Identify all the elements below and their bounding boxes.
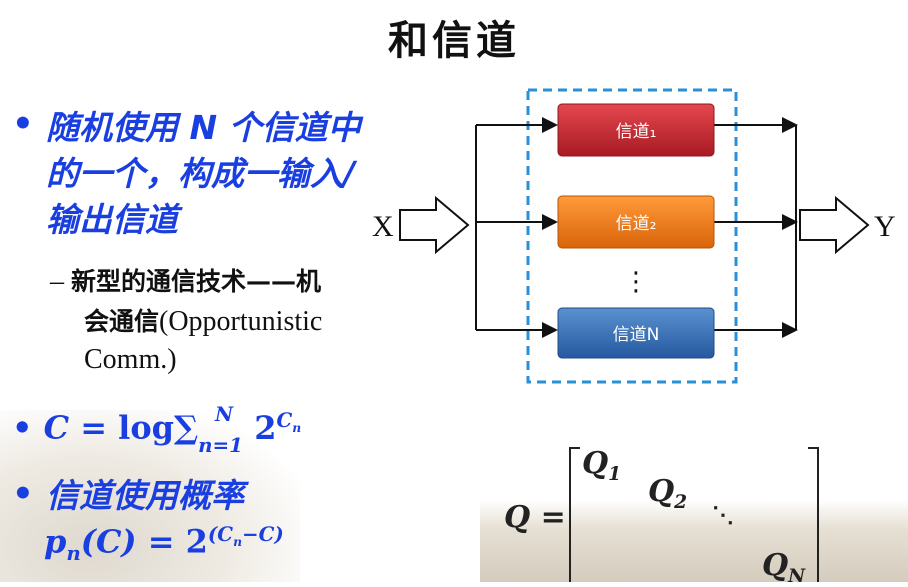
channel-1-label: 信道₁: [616, 122, 657, 142]
bullet-dot: •: [12, 408, 33, 447]
sum-lower: n=1: [198, 433, 243, 458]
q1-subscript: 1: [608, 464, 622, 485]
matrix-left-bracket: [569, 447, 580, 582]
channel-n-label: 信道N: [613, 325, 660, 345]
sub-bullet-line-2: 会通信(Opportunistic: [84, 304, 322, 340]
input-label: X: [372, 210, 394, 243]
bullet-1-line-2: 的一个，构成一输入/: [46, 154, 356, 193]
sum-upper: N: [214, 402, 234, 426]
qn-subscript: N: [788, 566, 806, 587]
matrix-q2: Q2: [648, 474, 687, 513]
sub-bullet-text-2: 会通信: [84, 307, 160, 336]
formula-exp: C: [276, 408, 293, 432]
bullet-dot: •: [12, 474, 34, 514]
formula-exp-sub: n: [233, 533, 243, 549]
formula-exp-rest: −C): [242, 522, 284, 546]
sub-bullet-line-1: – 新型的通信技术——机: [50, 264, 321, 300]
sub-bullet-text-1: 新型的通信技术——机: [71, 267, 322, 296]
sum-symbol: ∑: [174, 408, 199, 447]
capacity-formula: • C = log∑n=1N 2Cn: [12, 402, 302, 457]
channel-2-box: [557, 195, 715, 249]
probability-formula: pn(C) = 2(Cn−C): [44, 522, 284, 565]
background-illustration-left: [0, 410, 300, 582]
sub-bullet-line-3: Comm.): [84, 344, 177, 375]
bullet-1-line-3: 输出信道: [46, 200, 178, 239]
formula-sub: n: [66, 541, 81, 566]
channel-ellipsis: ⋮: [623, 267, 649, 297]
formula-exp-sub: n: [292, 419, 302, 435]
sub-bullet-text-3: (Opportunistic: [159, 306, 323, 337]
channel-1-box: [557, 103, 715, 157]
matrix-q1: Q1: [582, 446, 621, 485]
sub-bullet-dash: –: [50, 266, 64, 297]
channel-group-box: [526, 88, 738, 384]
qn-symbol: Q: [762, 548, 789, 583]
background-illustration-right: [480, 500, 908, 582]
formula-base: 2: [243, 408, 277, 447]
q-matrix: Q = Q1 Q2 ⋱ QN: [504, 440, 834, 587]
matrix-lhs: Q =: [504, 500, 566, 535]
q1-symbol: Q: [582, 446, 609, 481]
formula-arg: (C): [80, 522, 137, 561]
output-arrow-icon: [799, 195, 870, 255]
matrix-qn: QN: [762, 548, 805, 587]
formula-text: = log: [69, 408, 175, 447]
channel-2-label: 信道₂: [616, 214, 657, 234]
input-arrow-icon: [399, 195, 470, 255]
page-title: 和信道: [388, 18, 520, 64]
formula-var: p: [44, 522, 67, 561]
formula-var: C: [43, 408, 70, 447]
bullet-1-line-1: 随机使用 N 个信道中: [46, 108, 361, 147]
matrix-right-bracket: [808, 447, 819, 582]
bullet-3-text: 信道使用概率: [46, 476, 244, 515]
channel-n-box: [557, 307, 715, 359]
matrix-dots: ⋱: [712, 502, 734, 528]
q2-symbol: Q: [648, 474, 675, 509]
formula-text: = 2: [136, 522, 208, 561]
q2-subscript: 2: [674, 492, 688, 513]
formula-exp: (C: [207, 522, 234, 546]
bullet-dot: •: [12, 104, 34, 144]
output-label: Y: [874, 210, 896, 243]
